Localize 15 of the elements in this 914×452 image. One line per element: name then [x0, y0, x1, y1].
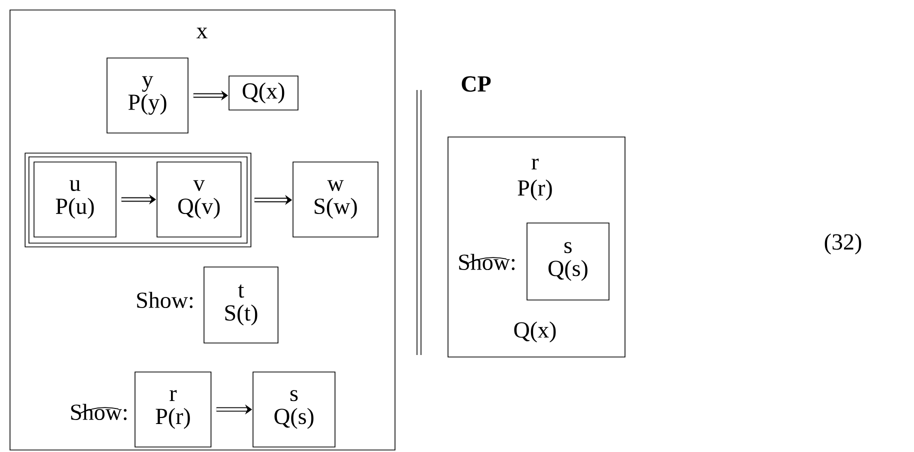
double-box	[24, 152, 252, 248]
drs-box: t S(t)	[204, 266, 278, 344]
drs-box: v Q(v)	[156, 162, 242, 238]
struck-show-label: Show:	[71, 404, 127, 420]
equation-number: (32)	[824, 234, 862, 254]
show-label: Show:	[137, 292, 193, 308]
drs-box: w S(w)	[292, 162, 378, 238]
node-label: CP	[462, 76, 491, 92]
drs-box: y P(y)	[106, 58, 188, 134]
drs-box: Q(x)	[228, 76, 298, 110]
drs-box: s Q(s)	[252, 372, 336, 448]
drs-box: u P(u)	[34, 162, 116, 238]
drs-box: r P(r)	[134, 372, 212, 448]
drs-box: s Q(s)	[526, 222, 610, 300]
struck-show-label: Show:	[459, 254, 515, 270]
